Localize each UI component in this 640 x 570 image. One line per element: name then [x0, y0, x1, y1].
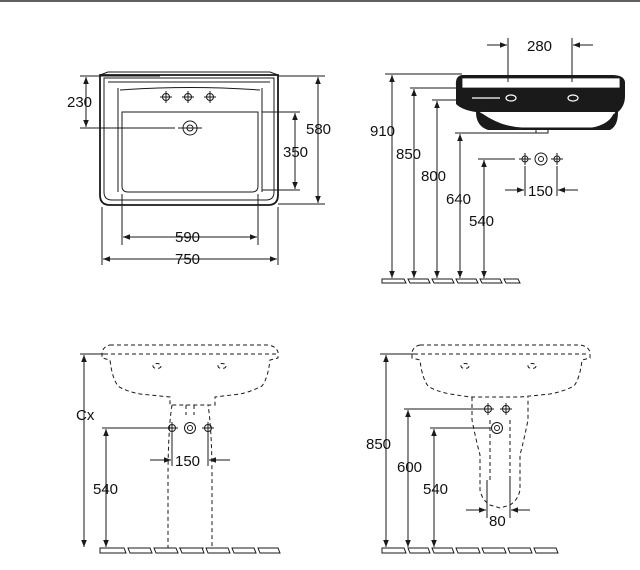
dim-590-label: 590: [175, 229, 200, 246]
dim-750: 750: [101, 207, 279, 268]
supply-connection-icon: [519, 152, 563, 166]
dim-280-label: 280: [527, 38, 552, 55]
top-view-bowl: [121, 111, 259, 193]
dim-540: 540: [469, 158, 515, 278]
dim-590: 590: [121, 194, 259, 246]
dim-280: 280: [487, 38, 593, 82]
dim-910-label: 910: [370, 123, 395, 140]
dim-230-label: 230: [67, 94, 92, 111]
dim-540-side-pedestal: 540: [423, 427, 490, 547]
side-pedestal-basin-outline: [411, 344, 591, 398]
dim-800: 800: [421, 99, 460, 278]
dim-150-side-label: 150: [528, 183, 553, 200]
dim-80-label: 80: [489, 513, 506, 530]
side-view: 280 910 850 800: [370, 38, 625, 284]
dim-600-label: 600: [397, 459, 422, 476]
tap-hole-icon: [160, 91, 172, 103]
dim-800-label: 800: [421, 168, 446, 185]
dim-540-label: 540: [469, 213, 494, 230]
side-view-floor: [381, 278, 521, 284]
dim-850-side-pedestal: 850: [366, 353, 414, 547]
top-view-basin-outline: [99, 74, 279, 206]
dim-580: 580: [278, 75, 331, 205]
dim-150-front-label: 150: [175, 453, 200, 470]
dim-910: 910: [370, 73, 462, 278]
dim-540-side-pedestal-label: 540: [423, 481, 448, 498]
dim-850: 850: [396, 87, 460, 278]
side-pedestal-view: 850 600 540 80: [366, 344, 591, 554]
dim-640-label: 640: [446, 191, 471, 208]
dim-150-front: 150: [150, 434, 230, 470]
dim-350-label: 350: [283, 144, 308, 161]
dim-cx-label: Cx: [76, 407, 95, 424]
dim-750-label: 750: [175, 251, 200, 268]
front-basin-outline: [101, 344, 279, 406]
side-pedestal-housing: [471, 397, 529, 509]
dim-600: 600: [397, 408, 482, 547]
dim-640: 640: [446, 132, 545, 278]
tap-hole-icon: [182, 91, 194, 103]
front-pedestal-view: Cx 540 150: [76, 344, 281, 554]
dim-850-label: 850: [396, 146, 421, 163]
dim-540-front-label: 540: [93, 481, 118, 498]
dim-150-side: 150: [505, 166, 578, 200]
dim-80: 80: [466, 480, 530, 530]
top-view: 230 580 350 590 750: [67, 71, 331, 268]
dim-540-front: 540: [93, 427, 166, 547]
side-pedestal-floor: [381, 547, 559, 554]
dim-230: 230: [67, 75, 175, 129]
dim-350: 350: [262, 111, 308, 191]
dim-cx: Cx: [76, 353, 104, 547]
front-floor: [99, 547, 281, 554]
dim-850-side-pedestal-label: 850: [366, 436, 391, 453]
dim-580-label: 580: [306, 121, 331, 138]
tap-hole-icon: [204, 91, 216, 103]
